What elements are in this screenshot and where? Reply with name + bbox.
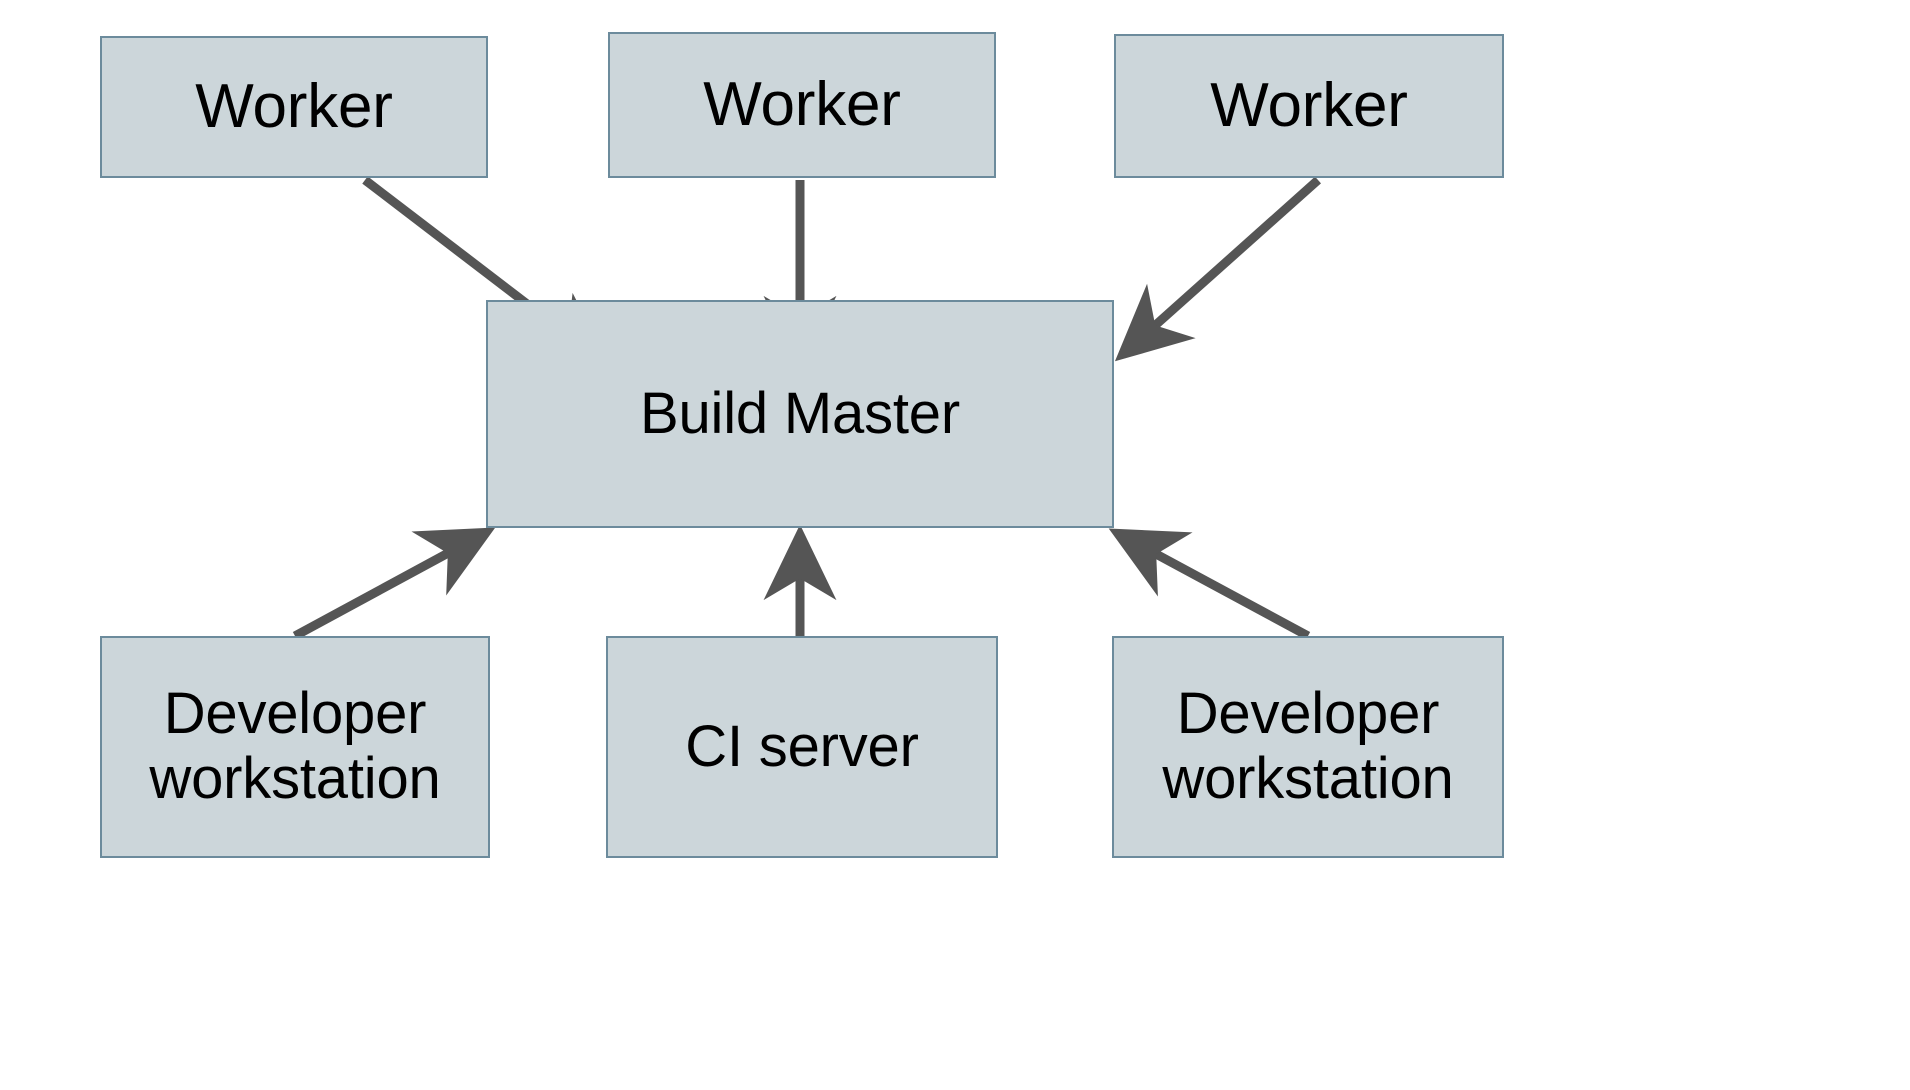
node-worker-3-label: Worker — [1210, 71, 1408, 141]
edge-dev-ws-1-to-build-master — [292, 527, 496, 640]
node-developer-workstation-1[interactable]: Developer workstation — [100, 636, 490, 858]
node-worker-1-label: Worker — [195, 72, 393, 142]
node-developer-workstation-2-label: Developer workstation — [1162, 681, 1454, 811]
node-worker-3[interactable]: Worker — [1114, 34, 1504, 178]
node-developer-workstation-2[interactable]: Developer workstation — [1112, 636, 1504, 858]
edge-worker-3-to-build-master — [1114, 176, 1321, 362]
node-worker-1[interactable]: Worker — [100, 36, 488, 178]
node-ci-server-label: CI server — [685, 713, 919, 779]
node-worker-2[interactable]: Worker — [608, 32, 996, 178]
node-developer-workstation-1-label: Developer workstation — [149, 681, 441, 811]
node-build-master-label: Build Master — [640, 380, 960, 446]
edge-dev-ws-2-to-build-master — [1108, 528, 1311, 640]
node-ci-server[interactable]: CI server — [606, 636, 998, 858]
node-worker-2-label: Worker — [703, 70, 901, 140]
node-build-master[interactable]: Build Master — [486, 300, 1114, 528]
